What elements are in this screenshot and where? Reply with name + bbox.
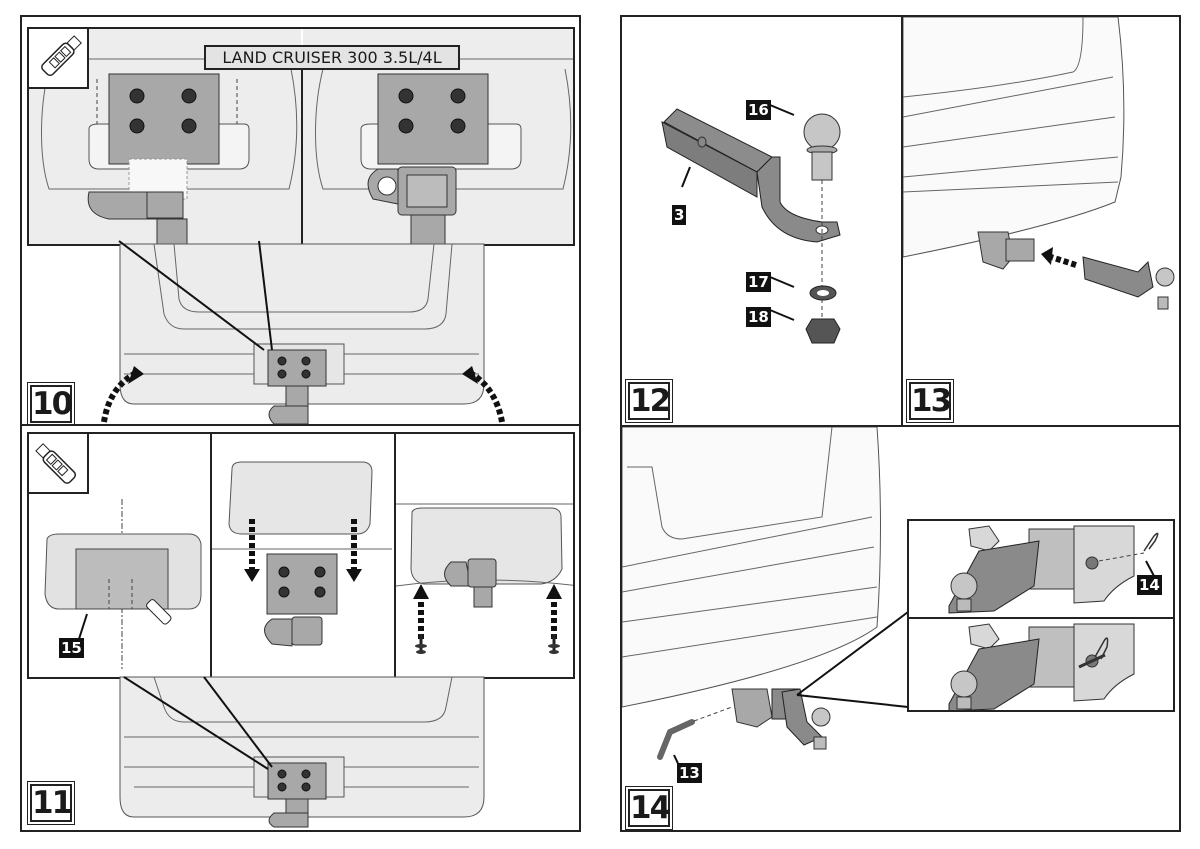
detail-divider-b — [394, 434, 396, 677]
panel-cut-illustration — [44, 499, 202, 669]
utility-knife-box — [29, 29, 89, 89]
step-10-panel: LAND CRUISER 300 3.5L/4L 10 — [24, 19, 577, 424]
hitch-pin-install-illustration — [622, 427, 909, 773]
step-13-panel: 13 — [903, 17, 1179, 425]
utility-knife-box — [29, 434, 89, 494]
step-divider-12-13 — [901, 17, 903, 425]
part-label-15: 15 — [59, 638, 84, 658]
detail-divider-a — [210, 434, 212, 677]
vehicle-rear-view-step-10 — [101, 240, 505, 424]
part-label-13: 13 — [677, 763, 702, 783]
part-label-17: 17 — [746, 272, 771, 292]
step-14-panel: 13 14 — [622, 427, 1179, 830]
hitch-pin-after-illustration — [948, 623, 1135, 710]
utility-knife-icon — [35, 443, 77, 484]
ball-mount-exploded-illustration — [661, 104, 841, 344]
part-label-3: 3 — [672, 205, 687, 225]
step-number-10: 10 — [30, 385, 73, 423]
hitch-plate-left — [108, 73, 220, 165]
step-12-panel: 16 3 17 18 12 — [622, 17, 901, 425]
step-number-14: 14 — [628, 789, 671, 827]
left-page: LAND CRUISER 300 3.5L/4L 10 — [20, 15, 581, 832]
detail-divider — [301, 49, 303, 244]
part-label-18: 18 — [746, 307, 771, 327]
hitch-pin-before-illustration — [948, 525, 1159, 614]
detail-divider-14 — [909, 617, 1173, 619]
part-label-16: 16 — [746, 100, 771, 120]
vehicle-title: LAND CRUISER 300 3.5L/4L — [204, 45, 460, 70]
push-clip-screw-left — [415, 634, 427, 654]
part-label-14: 14 — [1137, 575, 1162, 595]
panel-screw-illustration — [395, 503, 573, 654]
step-divider-12-14 — [622, 425, 1179, 427]
step-divider-10-11 — [22, 424, 579, 426]
step-11-detail-inset: 15 — [27, 432, 575, 679]
vehicle-rear-view-step-11 — [119, 676, 485, 828]
ball-mount-insert-illustration — [903, 17, 1175, 310]
step-14-detail-inset: 14 — [907, 519, 1175, 712]
panel-fit-illustration — [212, 461, 392, 647]
step-11-panel: 15 — [24, 427, 577, 829]
utility-knife-icon — [41, 35, 82, 77]
step-number-12: 12 — [628, 382, 671, 420]
step-number-11: 11 — [30, 784, 73, 822]
step-number-13: 13 — [909, 382, 952, 420]
right-page: 16 3 17 18 12 13 — [620, 15, 1181, 832]
push-clip-screw-right — [548, 634, 560, 654]
